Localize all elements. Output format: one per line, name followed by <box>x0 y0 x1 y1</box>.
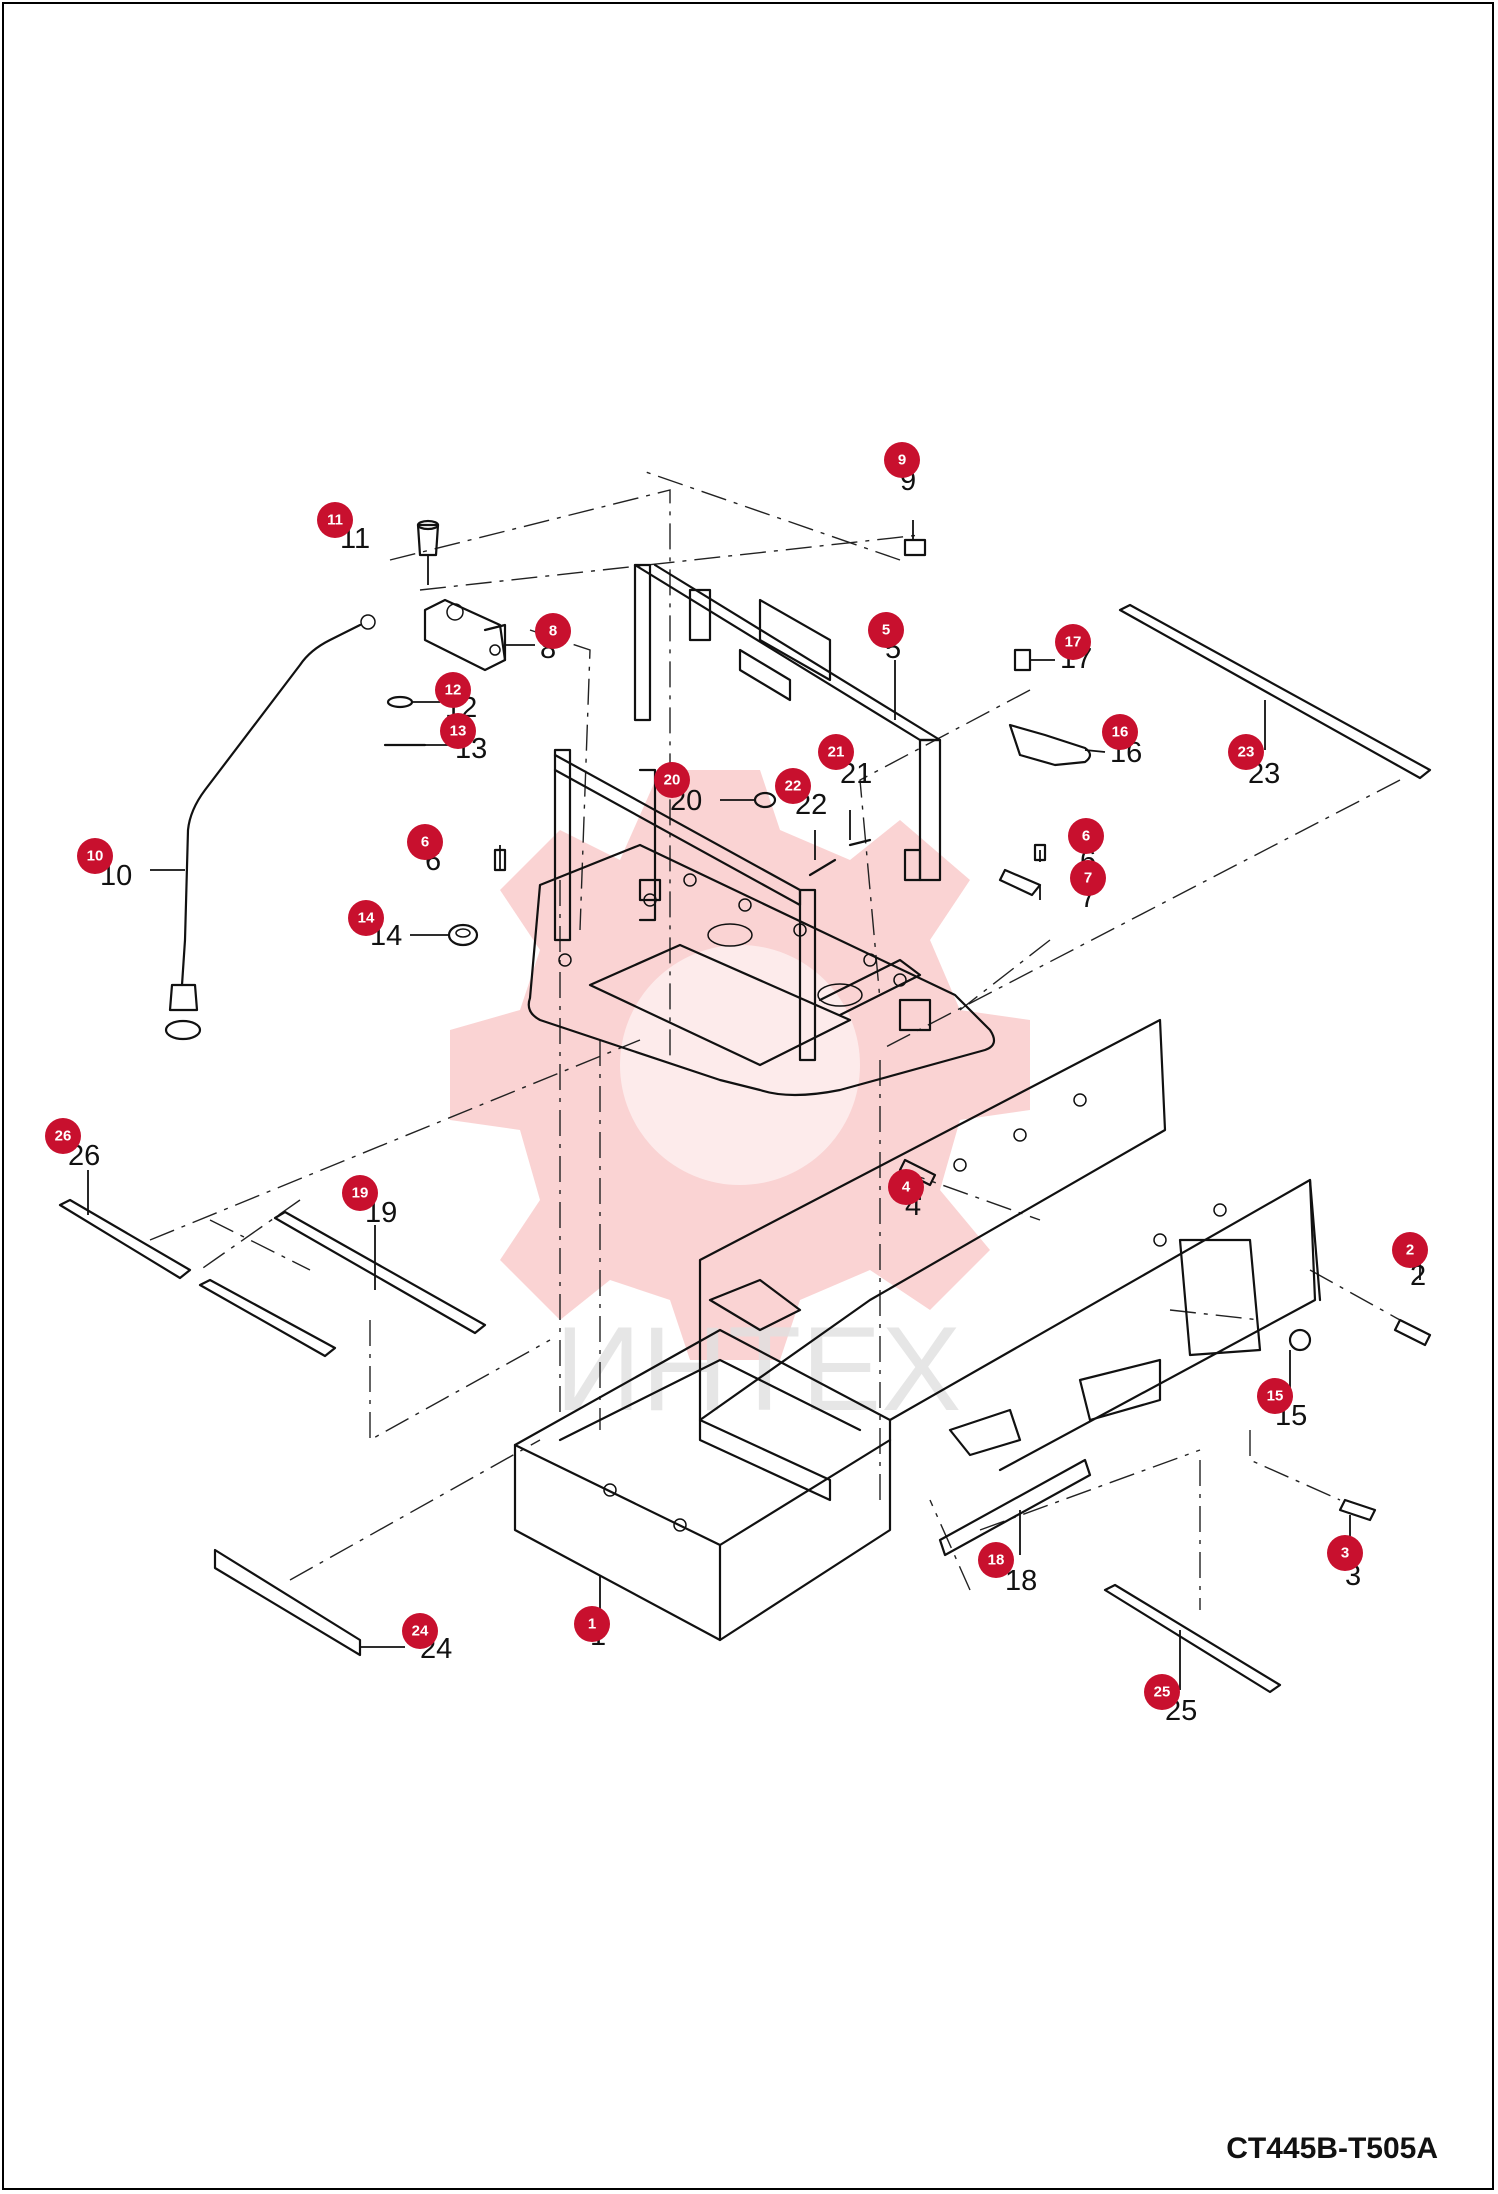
marker-17[interactable]: 17 <box>1055 624 1091 660</box>
bolt <box>1013 648 1032 672</box>
callout-markers: 1 2 3 4 5 6 6 7 8 9 10 11 12 13 14 15 16… <box>45 442 1428 1710</box>
marker-13[interactable]: 13 <box>440 713 476 749</box>
marker-2[interactable]: 2 <box>1392 1232 1428 1268</box>
svg-text:19: 19 <box>352 1185 369 1202</box>
main-frame <box>513 1018 1322 1642</box>
marker-10[interactable]: 10 <box>77 838 113 874</box>
marker-20[interactable]: 20 <box>654 762 690 798</box>
svg-text:5: 5 <box>882 622 890 639</box>
svg-text:2: 2 <box>1406 1242 1414 1259</box>
rod <box>848 838 872 847</box>
svg-text:16: 16 <box>1112 724 1129 741</box>
strip <box>58 1198 192 1280</box>
svg-text:26: 26 <box>55 1128 72 1145</box>
pin <box>416 519 440 557</box>
rail-strip <box>1118 603 1432 780</box>
svg-text:11: 11 <box>327 512 343 529</box>
svg-text:17: 17 <box>1065 634 1082 651</box>
bolt <box>1338 1498 1377 1522</box>
spring <box>808 858 837 877</box>
marker-21[interactable]: 21 <box>818 734 854 770</box>
bracket <box>1008 723 1092 767</box>
marker-16[interactable]: 16 <box>1102 714 1138 750</box>
svg-text:18: 18 <box>988 1552 1005 1569</box>
svg-text:10: 10 <box>87 848 104 865</box>
marker-19[interactable]: 19 <box>342 1175 378 1211</box>
marker-1[interactable]: 1 <box>574 1606 610 1642</box>
marker-11[interactable]: 11 <box>317 502 353 538</box>
marker-8[interactable]: 8 <box>535 613 571 649</box>
svg-text:23: 23 <box>1238 744 1255 761</box>
marker-25[interactable]: 25 <box>1144 1674 1180 1710</box>
strip <box>1103 1583 1282 1694</box>
latch <box>423 598 507 672</box>
clip <box>998 868 1042 897</box>
svg-text:4: 4 <box>902 1179 911 1196</box>
strip <box>198 1278 337 1358</box>
svg-text:6: 6 <box>421 834 429 851</box>
marker-12[interactable]: 12 <box>435 672 471 708</box>
release-cable <box>164 614 376 1041</box>
svg-text:1: 1 <box>588 1616 596 1633</box>
svg-text:13: 13 <box>450 723 467 740</box>
marker-26[interactable]: 26 <box>45 1118 81 1154</box>
marker-18[interactable]: 18 <box>978 1542 1014 1578</box>
svg-text:6: 6 <box>1082 828 1090 845</box>
svg-text:20: 20 <box>664 772 681 789</box>
bolt <box>1393 1318 1432 1347</box>
leader-lines <box>87 520 1421 1690</box>
marker-5[interactable]: 5 <box>868 612 904 648</box>
svg-text:14: 14 <box>358 910 375 927</box>
part-label-2: 2 <box>1410 1260 1426 1292</box>
nut <box>753 791 777 809</box>
marker-14[interactable]: 14 <box>348 900 384 936</box>
svg-text:9: 9 <box>898 452 906 469</box>
marker-24[interactable]: 24 <box>402 1613 438 1649</box>
grommet <box>447 923 479 947</box>
assembly-lines <box>149 469 1401 1610</box>
bolt <box>898 1158 937 1187</box>
drawing-code: CT445B-T505A <box>1226 2132 1438 2165</box>
marker-22[interactable]: 22 <box>775 768 811 804</box>
plug <box>1288 1328 1312 1352</box>
washer <box>386 695 414 709</box>
svg-text:24: 24 <box>412 1623 429 1640</box>
svg-text:15: 15 <box>1267 1388 1284 1405</box>
marker-6a[interactable]: 6 <box>407 824 443 860</box>
battery-base-plate <box>527 843 996 1097</box>
pad <box>213 1548 362 1657</box>
svg-text:7: 7 <box>1084 870 1092 887</box>
marker-23[interactable]: 23 <box>1228 734 1264 770</box>
battery-frame <box>553 563 942 1062</box>
bolt <box>493 848 507 872</box>
bar <box>938 1458 1092 1557</box>
marker-15[interactable]: 15 <box>1257 1378 1293 1414</box>
svg-text:12: 12 <box>445 682 462 699</box>
svg-text:25: 25 <box>1154 1684 1171 1701</box>
bolt <box>903 538 927 557</box>
bolt <box>1033 843 1047 862</box>
svg-text:8: 8 <box>549 623 557 640</box>
marker-6b[interactable]: 6 <box>1068 818 1104 854</box>
svg-text:21: 21 <box>828 744 845 761</box>
marker-4[interactable]: 4 <box>888 1169 924 1205</box>
svg-text:3: 3 <box>1341 1545 1349 1562</box>
marker-7[interactable]: 7 <box>1070 860 1106 896</box>
marker-9[interactable]: 9 <box>884 442 920 478</box>
svg-text:22: 22 <box>785 778 802 795</box>
marker-3[interactable]: 3 <box>1327 1535 1363 1571</box>
strip <box>273 1210 487 1335</box>
